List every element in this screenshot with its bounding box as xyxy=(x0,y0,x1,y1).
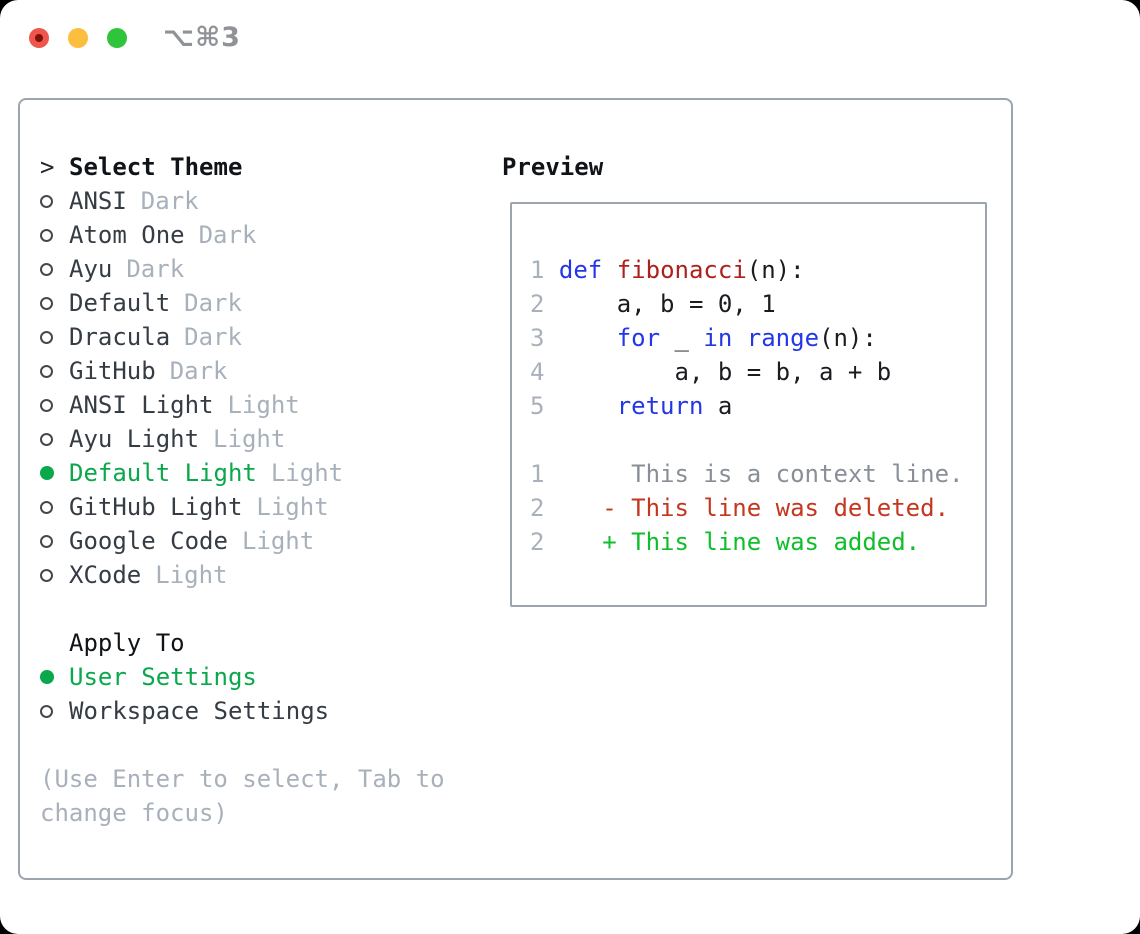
blank-line xyxy=(530,423,985,457)
variant-badge: Light xyxy=(155,561,228,589)
line-number: 4 xyxy=(530,358,545,386)
radio-unselected-icon xyxy=(40,364,69,378)
radio-unselected-icon xyxy=(40,432,69,446)
help-text-line2: change focus) xyxy=(40,799,228,827)
apply-to-title: Apply To xyxy=(69,629,185,657)
radio-unselected-icon xyxy=(40,568,69,582)
variant-badge: Light xyxy=(241,527,315,555)
edited-indicator-icon xyxy=(35,34,43,42)
variant-badge: Light xyxy=(270,459,344,487)
radio-unselected-icon xyxy=(40,296,69,310)
zoom-button[interactable] xyxy=(107,28,127,48)
apply-to-header: Apply To xyxy=(40,626,445,660)
radio-unselected-icon xyxy=(40,194,69,208)
radio-unselected-icon xyxy=(40,534,69,548)
line-number: 1 xyxy=(530,460,545,488)
theme-list-header: > Select Theme xyxy=(40,150,445,184)
radio-selected-icon xyxy=(40,466,69,480)
preview-pane: 1 def fibonacci(n): 2 a, b = 0, 1 3 for … xyxy=(510,202,987,607)
code-line: 4 a, b = b, a + b xyxy=(530,358,892,386)
diff-deleted-line: 2 - This line was deleted. xyxy=(530,494,950,522)
radio-unselected-icon xyxy=(40,262,69,276)
radio-unselected-icon xyxy=(40,398,69,412)
window-title: ⌥⌘3 xyxy=(163,22,241,53)
radio-unselected-icon xyxy=(40,228,69,242)
line-number: 2 xyxy=(530,494,545,522)
variant-badge: Dark xyxy=(184,289,242,317)
radio-selected-icon xyxy=(40,670,69,684)
variant-badge: Dark xyxy=(198,221,257,249)
variant-badge: Light xyxy=(256,493,329,521)
variant-badge: Light xyxy=(213,425,286,453)
title-bar: ⌥⌘3 xyxy=(0,0,1140,98)
radio-unselected-icon xyxy=(40,500,69,514)
apply-option-workspace-settings[interactable]: Workspace Settings xyxy=(40,694,445,728)
diff-context-line: 1 This is a context line. xyxy=(530,460,964,488)
help-text-line1: (Use Enter to select, Tab to xyxy=(40,765,445,793)
line-number: 5 xyxy=(530,392,545,420)
code-line: 3 for _ in range(n): xyxy=(530,324,877,352)
radio-unselected-icon xyxy=(40,330,69,344)
focus-caret-icon: > xyxy=(40,153,55,181)
line-number: 1 xyxy=(530,256,545,284)
code-line: 5 return a xyxy=(530,392,733,420)
variant-badge: Dark xyxy=(169,357,228,385)
radio-unselected-icon xyxy=(40,704,69,718)
variant-badge: Dark xyxy=(184,323,242,351)
code-line: 2 a, b = 0, 1 xyxy=(530,290,776,318)
variant-badge: Dark xyxy=(126,255,185,283)
diff-added-line: 2 + This line was added. xyxy=(530,528,921,556)
code-line: 1 def fibonacci(n): xyxy=(530,256,805,284)
preview-title: Preview xyxy=(502,153,604,181)
variant-badge: Dark xyxy=(140,187,199,215)
variant-badge: Light xyxy=(227,391,300,419)
line-number: 3 xyxy=(530,324,545,352)
line-number: 2 xyxy=(530,290,545,318)
line-number: 2 xyxy=(530,528,545,556)
theme-list-title: Select Theme xyxy=(69,153,243,181)
minimize-button[interactable] xyxy=(68,28,88,48)
close-button[interactable] xyxy=(29,28,49,48)
apply-option-user-settings[interactable]: User Settings xyxy=(40,660,445,694)
